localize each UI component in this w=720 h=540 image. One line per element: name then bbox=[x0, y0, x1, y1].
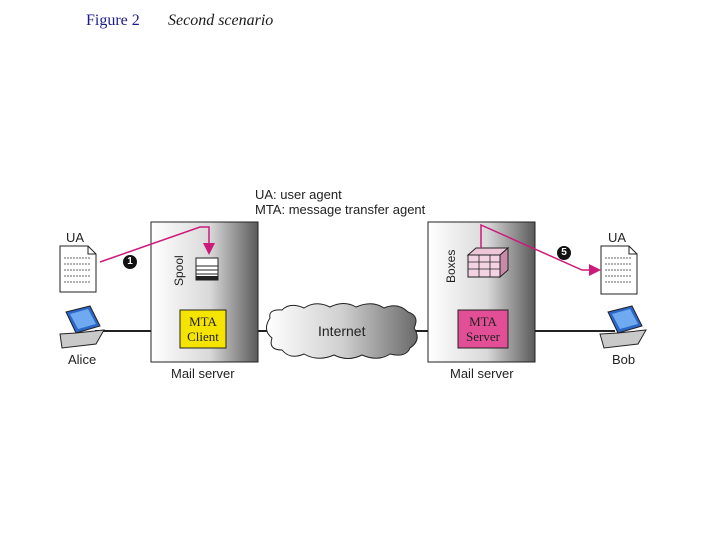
step-1-badge: 1 bbox=[123, 255, 137, 269]
left-ua-label: UA bbox=[66, 230, 85, 245]
mta-client-label: MTA Client bbox=[187, 314, 219, 344]
mailboxes-icon bbox=[466, 246, 510, 279]
bob-label: Bob bbox=[612, 352, 636, 367]
alice-label: Alice bbox=[68, 352, 97, 367]
figure-caption: Second scenario bbox=[168, 12, 274, 29]
right-ua-document-icon bbox=[600, 245, 638, 295]
internet-label: Internet bbox=[318, 323, 366, 339]
bob-laptop-icon bbox=[599, 305, 647, 349]
spool-icon bbox=[195, 257, 219, 281]
boxes-label: Boxes bbox=[444, 249, 458, 283]
legend-ua: UA: user agent bbox=[255, 187, 342, 202]
mta-client-box bbox=[179, 309, 227, 349]
left-ua-document-icon bbox=[59, 245, 97, 293]
step-5-arrow bbox=[480, 223, 601, 276]
left-server-label: Mail server bbox=[171, 366, 235, 381]
alice-laptop-icon bbox=[59, 305, 105, 349]
mta-server-box bbox=[457, 309, 509, 349]
step-1-arrow bbox=[99, 226, 215, 263]
figure-number: Figure 2 bbox=[86, 12, 140, 29]
spool-label: Spool bbox=[172, 255, 186, 286]
internet-cloud bbox=[266, 303, 418, 359]
step-5-badge: 5 bbox=[557, 246, 571, 260]
right-ua-label: UA bbox=[608, 230, 627, 245]
right-server-label: Mail server bbox=[450, 366, 514, 381]
mta-server-label: MTA Server bbox=[466, 314, 500, 344]
legend-mta: MTA: message transfer agent bbox=[255, 202, 426, 217]
